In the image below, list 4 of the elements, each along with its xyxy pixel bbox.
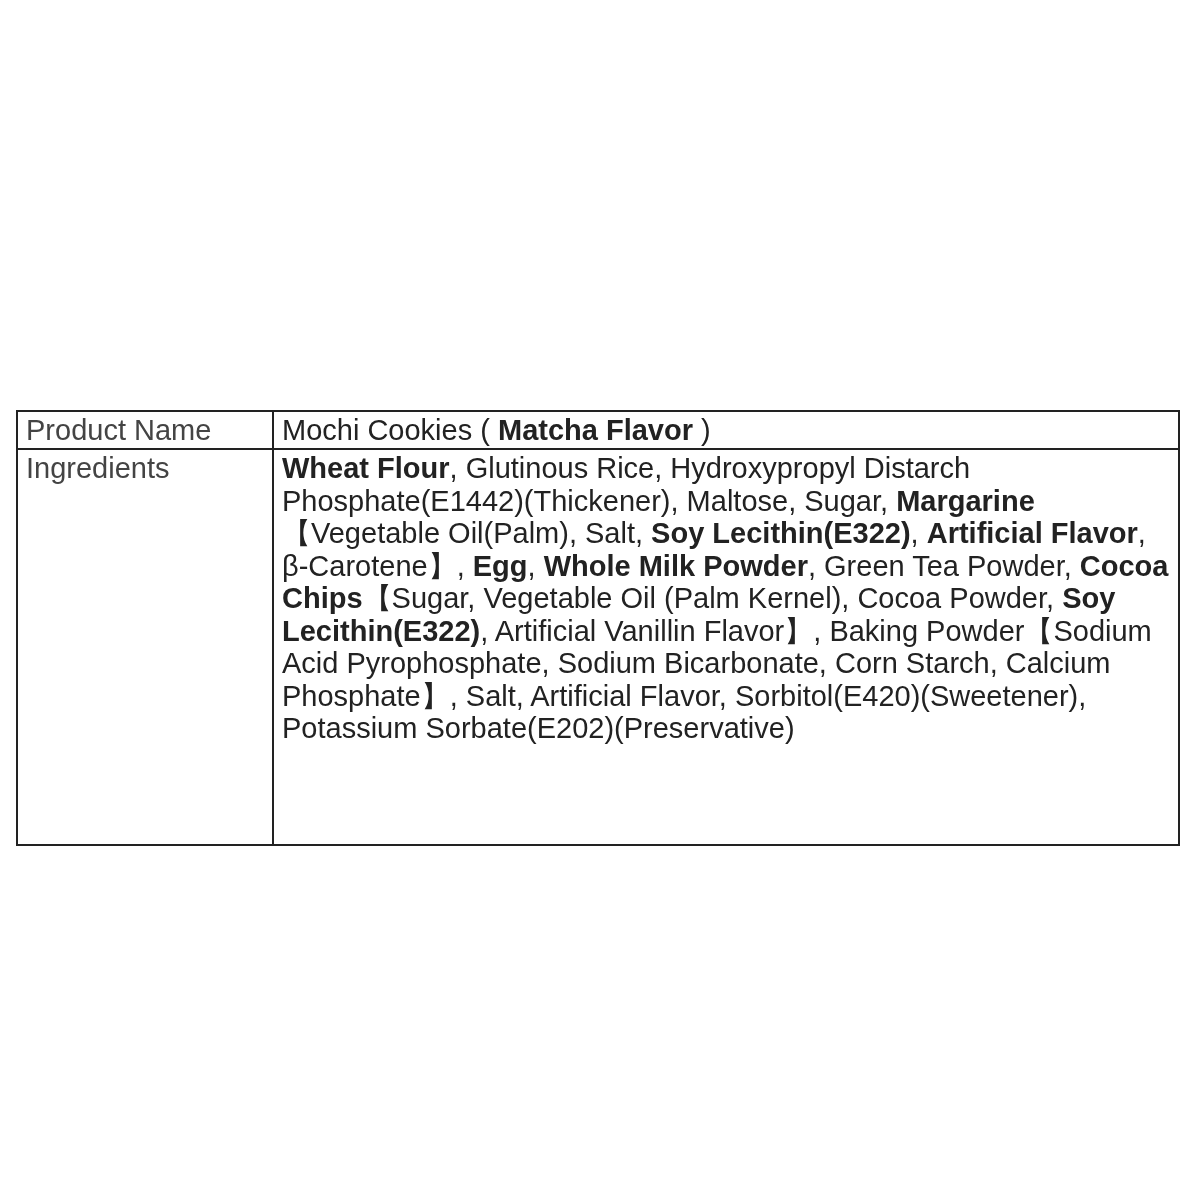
row-header: Ingredients bbox=[17, 449, 273, 846]
row-header: Product Name bbox=[17, 411, 273, 450]
ingredient-list: Wheat Flour, Glutinous Rice, Hydroxypropyl Distarch Phosphate(E1442)(Thickener), Maltose, Sugar, Margarine【Vegetable Oil(Palm), Salt, Soy Lecithin(E322), Artificial Flavor, β-Carotene】, Egg, Whole Milk Powder, Green Tea Powder, Cocoa Chips【Sugar, Vegetable Oil (Palm Kernel), Cocoa Powder, Soy Lecithin(E322), Artificial Vanillin Flavor】, Baking Powder【Sodium Acid Pyrophosphate, Sodium Bicarbonate, Corn Starch, Calcium Phosphate】, Salt, Artificial Flavor, Sorbitol(E420)(Sweetener), Potassium Sorbate(E202)(Preservative) bbox=[273, 449, 1179, 846]
product-name-value: Mochi Cookies ( Matcha Flavor ) bbox=[273, 411, 1179, 450]
